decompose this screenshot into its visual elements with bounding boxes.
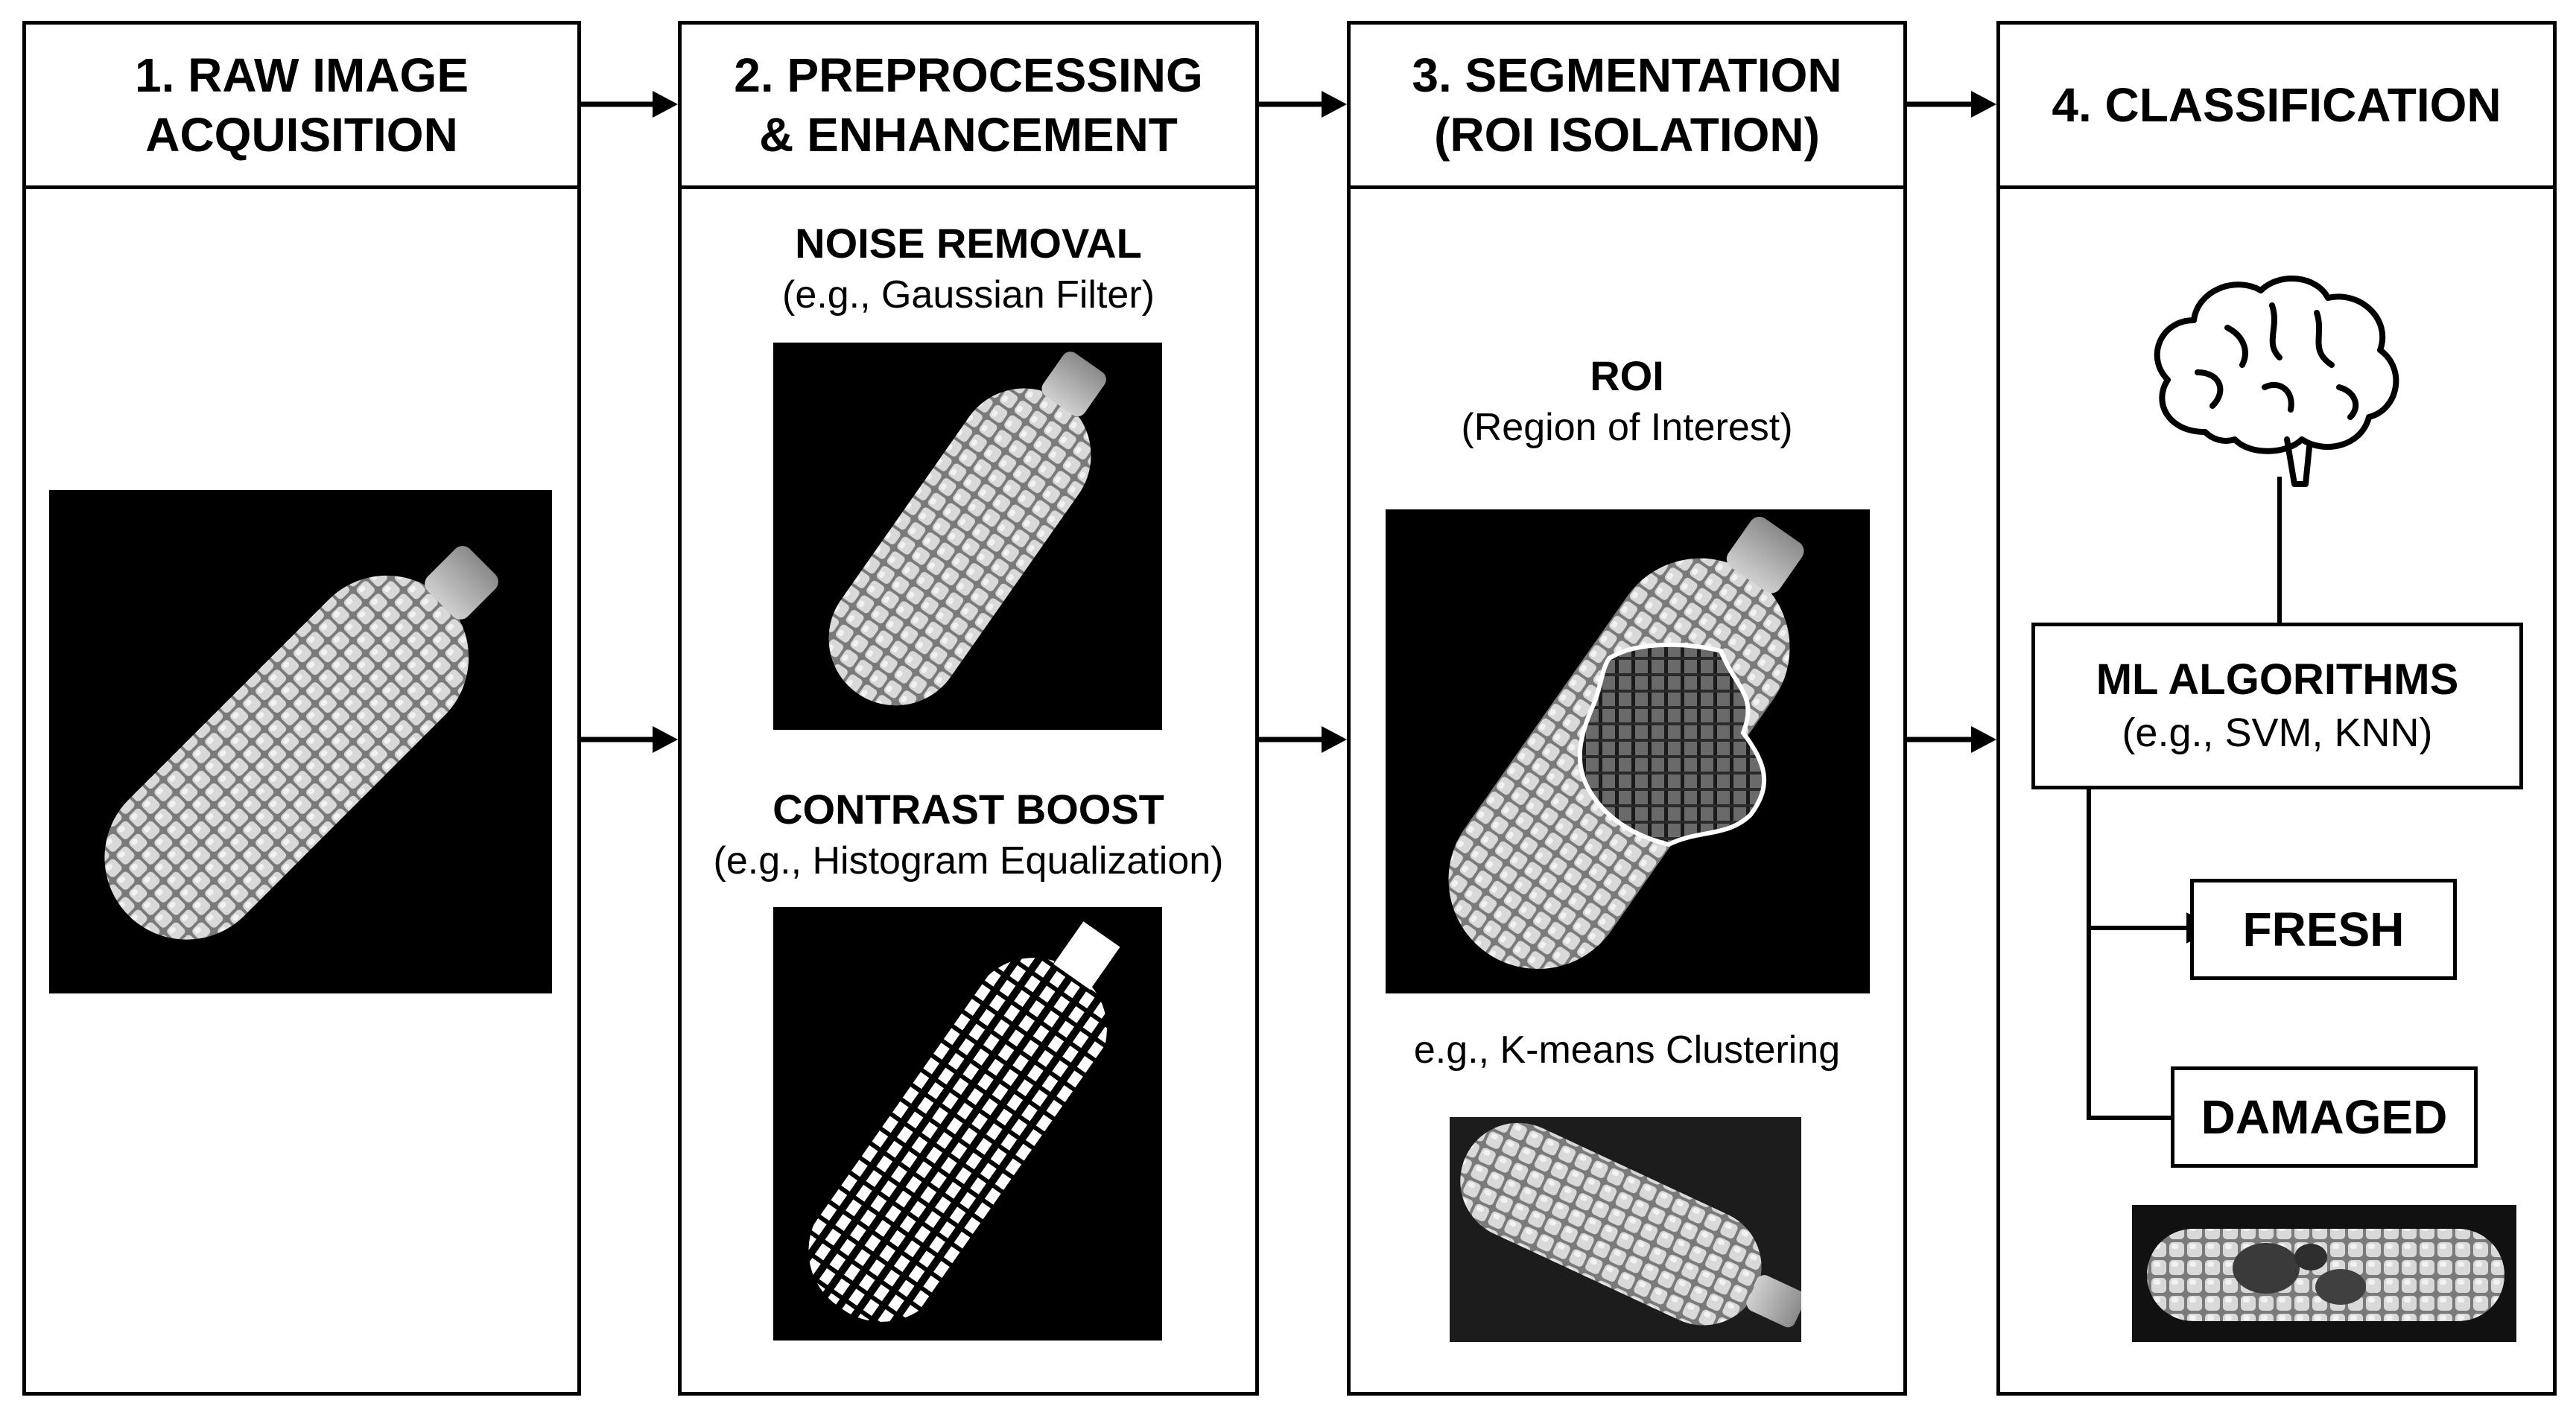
stage-2-title-line1: 2. PREPROCESSING — [734, 48, 1203, 102]
contrast-boosted-corn-image — [773, 907, 1162, 1341]
stage-2-header: 2. PREPROCESSING & ENHANCEMENT — [678, 21, 1259, 189]
kmeans-method: e.g., K-means Clustering — [1413, 1028, 1841, 1072]
roi-subtitle: (Region of Interest) — [1461, 406, 1793, 449]
fresh-result-box: FRESH — [2190, 879, 2457, 980]
damaged-corn-image — [2132, 1205, 2516, 1342]
arrow-right-icon — [1907, 726, 1996, 753]
noise-removed-corn-image — [773, 343, 1162, 730]
arrow-right-icon — [1259, 726, 1347, 753]
clustered-corn-image — [1450, 1117, 1801, 1342]
kmeans-label: e.g., K-means Clustering — [1347, 1025, 1907, 1075]
contrast-boost-label: CONTRAST BOOST (e.g., Histogram Equaliza… — [678, 783, 1259, 886]
ml-algorithms-example: (e.g., SVM, KNN) — [2122, 710, 2433, 755]
roi-label: ROI (Region of Interest) — [1347, 350, 1907, 453]
raw-corn-image — [49, 490, 552, 993]
stage-1-header: 1. RAW IMAGE ACQUISITION — [22, 21, 581, 189]
stage-1-title-line1: 1. RAW IMAGE — [134, 48, 469, 102]
noise-removal-title: NOISE REMOVAL — [795, 220, 1142, 267]
brain-icon — [2154, 276, 2399, 487]
stage-2-title-line2: & ENHANCEMENT — [759, 108, 1178, 162]
damaged-result-label: DAMAGED — [2201, 1090, 2448, 1144]
arrow-right-icon — [581, 91, 678, 118]
roi-title: ROI — [1590, 352, 1664, 399]
ml-algorithms-title: ML ALGORITHMS — [2096, 655, 2459, 704]
fresh-result-label: FRESH — [2242, 903, 2405, 956]
stage-4-header: 4. CLASSIFICATION — [1996, 21, 2557, 189]
contrast-boost-title: CONTRAST BOOST — [773, 786, 1164, 833]
stage-3-title-line2: (ROI ISOLATION) — [1434, 108, 1820, 162]
arrow-right-icon — [1259, 91, 1347, 118]
damaged-result-box: DAMAGED — [2171, 1066, 2478, 1168]
arrow-right-icon — [1907, 91, 1996, 118]
stage-4-panel — [1996, 189, 2557, 1396]
stage-3-header: 3. SEGMENTATION (ROI ISOLATION) — [1347, 21, 1907, 189]
stage-1-title-line2: ACQUISITION — [145, 108, 458, 162]
stage-4-title-line1: 4. CLASSIFICATION — [2052, 78, 2502, 132]
ml-algorithms-box: ML ALGORITHMS (e.g., SVM, KNN) — [2031, 623, 2523, 789]
stage-3-title-line1: 3. SEGMENTATION — [1412, 48, 1842, 102]
arrow-right-icon — [581, 726, 678, 753]
noise-removal-label: NOISE REMOVAL (e.g., Gaussian Filter) — [678, 217, 1259, 320]
contrast-boost-example: (e.g., Histogram Equalization) — [713, 839, 1224, 882]
segmented-corn-image — [1386, 509, 1870, 993]
roi-region-outline — [1577, 642, 1767, 847]
brain-connector-line — [2277, 477, 2282, 626]
noise-removal-example: (e.g., Gaussian Filter) — [782, 273, 1155, 317]
